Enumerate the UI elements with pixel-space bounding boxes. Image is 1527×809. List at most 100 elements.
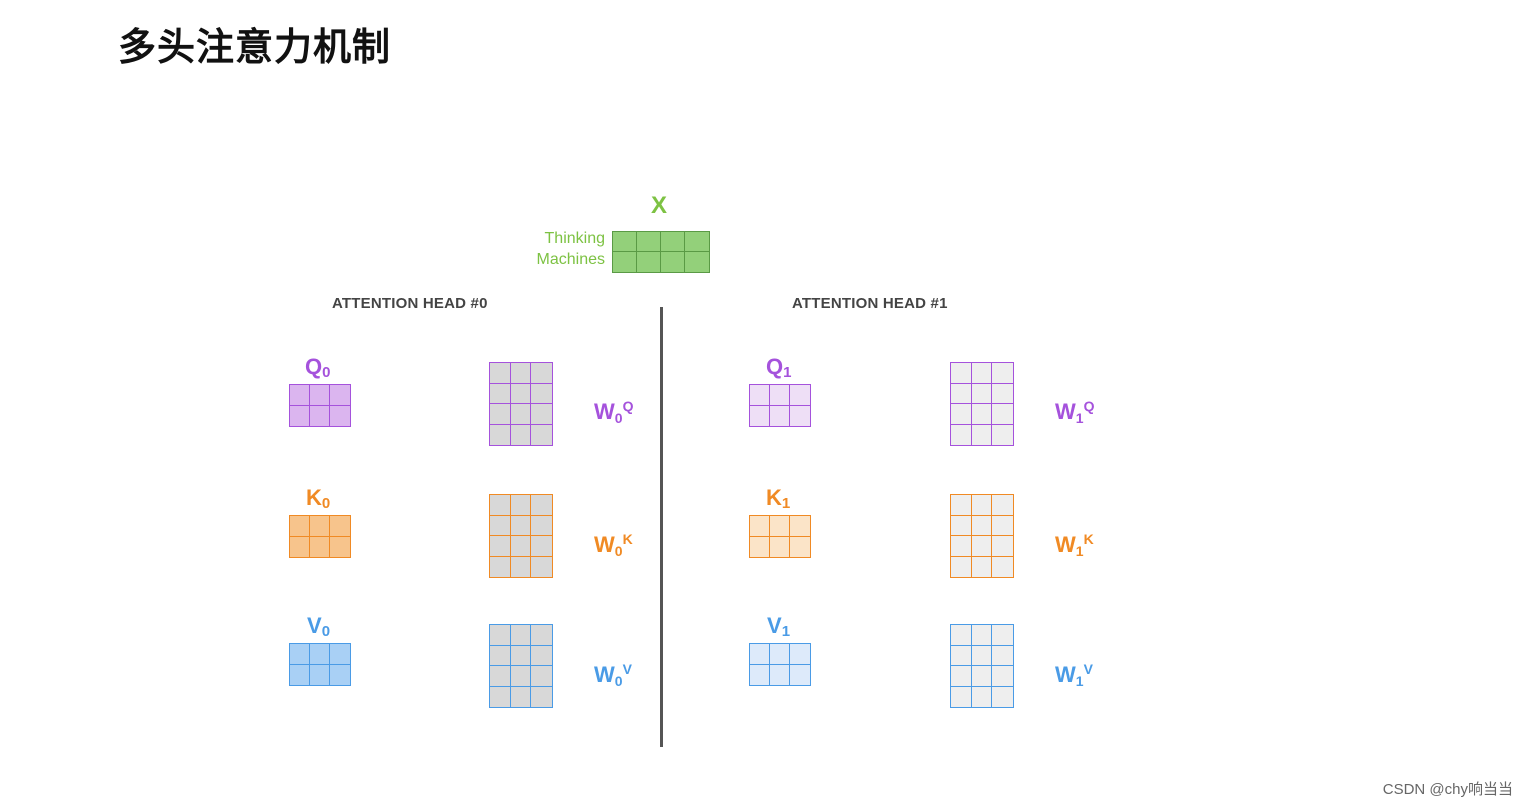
w1-v-matrix bbox=[950, 624, 1014, 708]
v1-cell bbox=[770, 664, 790, 685]
w1-v-cell bbox=[992, 666, 1013, 687]
w0-q-cell bbox=[490, 404, 511, 425]
k0-cell bbox=[330, 516, 350, 537]
input-x-cell bbox=[685, 232, 709, 252]
w0-k-cell bbox=[510, 495, 532, 516]
w1-v-cell bbox=[971, 686, 993, 707]
w1-k-cell bbox=[992, 536, 1013, 557]
w0-q-cell bbox=[510, 363, 532, 384]
k0-cell bbox=[310, 536, 330, 557]
w1-k-cell bbox=[971, 536, 993, 557]
k0-cell bbox=[310, 516, 330, 537]
attention-head-0-title: ATTENTION HEAD #0 bbox=[332, 295, 488, 312]
w1-k-cell bbox=[992, 495, 1013, 516]
w1-k-cell bbox=[971, 515, 993, 536]
input-x-cell bbox=[613, 232, 637, 252]
w0-v-cell bbox=[531, 686, 552, 707]
q1-label: Q1 bbox=[766, 354, 792, 381]
token-label-machines: Machines bbox=[536, 251, 605, 268]
w0-q-cell bbox=[531, 404, 552, 425]
w1-k-cell bbox=[971, 556, 993, 577]
w1-q-matrix bbox=[950, 362, 1014, 446]
w0-k-cell bbox=[510, 515, 532, 536]
input-x-cell bbox=[637, 252, 661, 272]
w0-k-cell bbox=[490, 536, 511, 557]
w1-q-cell bbox=[992, 404, 1013, 425]
q1-matrix bbox=[749, 384, 811, 427]
w0-k-cell bbox=[490, 495, 511, 516]
w1-q-cell bbox=[951, 363, 972, 384]
w0-v-label: W0V bbox=[594, 661, 632, 689]
w0-k-cell bbox=[510, 536, 532, 557]
w0-v-cell bbox=[490, 666, 511, 687]
token-label-thinking: Thinking bbox=[544, 230, 605, 247]
w1-k-cell bbox=[951, 556, 972, 577]
input-x-cell bbox=[685, 252, 709, 272]
v0-label: V0 bbox=[307, 613, 331, 640]
w0-k-cell bbox=[490, 515, 511, 536]
w1-q-label: W1Q bbox=[1055, 398, 1095, 426]
v0-cell bbox=[330, 644, 350, 665]
q1-cell bbox=[770, 405, 790, 426]
v1-cell bbox=[750, 664, 770, 685]
v0-cell bbox=[290, 664, 310, 685]
q0-label: Q0 bbox=[305, 354, 331, 381]
w0-v-cell bbox=[510, 666, 532, 687]
w0-q-cell bbox=[510, 424, 532, 445]
q0-cell bbox=[290, 405, 310, 426]
q1-cell bbox=[770, 385, 790, 406]
w0-q-cell bbox=[531, 363, 552, 384]
w1-v-cell bbox=[971, 625, 993, 646]
watermark: CSDN @chy响当当 bbox=[1382, 781, 1513, 798]
w0-q-cell bbox=[510, 404, 532, 425]
k1-cell bbox=[750, 516, 770, 537]
w1-q-cell bbox=[951, 404, 972, 425]
v1-matrix bbox=[749, 643, 811, 686]
w0-v-cell bbox=[510, 645, 532, 666]
v1-cell bbox=[750, 644, 770, 665]
w0-k-cell bbox=[531, 515, 552, 536]
w0-v-matrix bbox=[489, 624, 553, 708]
w1-q-cell bbox=[951, 424, 972, 445]
w1-v-cell bbox=[951, 686, 972, 707]
w1-v-label: W1V bbox=[1055, 661, 1093, 689]
k0-cell bbox=[330, 536, 350, 557]
k0-matrix bbox=[289, 515, 351, 558]
w1-v-cell bbox=[971, 666, 993, 687]
w1-q-cell bbox=[971, 383, 993, 404]
w1-k-cell bbox=[992, 515, 1013, 536]
w1-v-cell bbox=[951, 645, 972, 666]
q0-cell bbox=[310, 405, 330, 426]
w0-k-cell bbox=[531, 556, 552, 577]
w0-q-cell bbox=[531, 424, 552, 445]
w0-q-cell bbox=[490, 363, 511, 384]
w1-v-cell bbox=[951, 625, 972, 646]
w1-v-cell bbox=[971, 645, 993, 666]
q0-cell bbox=[310, 385, 330, 406]
v0-cell bbox=[330, 664, 350, 685]
v0-matrix bbox=[289, 643, 351, 686]
k0-cell bbox=[290, 516, 310, 537]
w1-k-cell bbox=[971, 495, 993, 516]
input-x-label: X bbox=[651, 192, 668, 219]
w0-q-cell bbox=[490, 383, 511, 404]
w1-q-cell bbox=[951, 383, 972, 404]
w0-v-cell bbox=[490, 686, 511, 707]
q0-cell bbox=[330, 385, 350, 406]
w0-q-matrix bbox=[489, 362, 553, 446]
w1-k-cell bbox=[951, 515, 972, 536]
input-x-cell bbox=[661, 252, 685, 272]
k1-matrix bbox=[749, 515, 811, 558]
w1-v-cell bbox=[992, 625, 1013, 646]
w0-k-cell bbox=[531, 495, 552, 516]
v1-cell bbox=[770, 644, 790, 665]
w0-k-cell bbox=[490, 556, 511, 577]
w0-q-cell bbox=[510, 383, 532, 404]
w0-v-cell bbox=[531, 666, 552, 687]
q0-cell bbox=[330, 405, 350, 426]
k0-label: K0 bbox=[306, 485, 331, 512]
q1-cell bbox=[750, 405, 770, 426]
k1-cell bbox=[790, 536, 810, 557]
w0-k-cell bbox=[531, 536, 552, 557]
k1-cell bbox=[750, 536, 770, 557]
